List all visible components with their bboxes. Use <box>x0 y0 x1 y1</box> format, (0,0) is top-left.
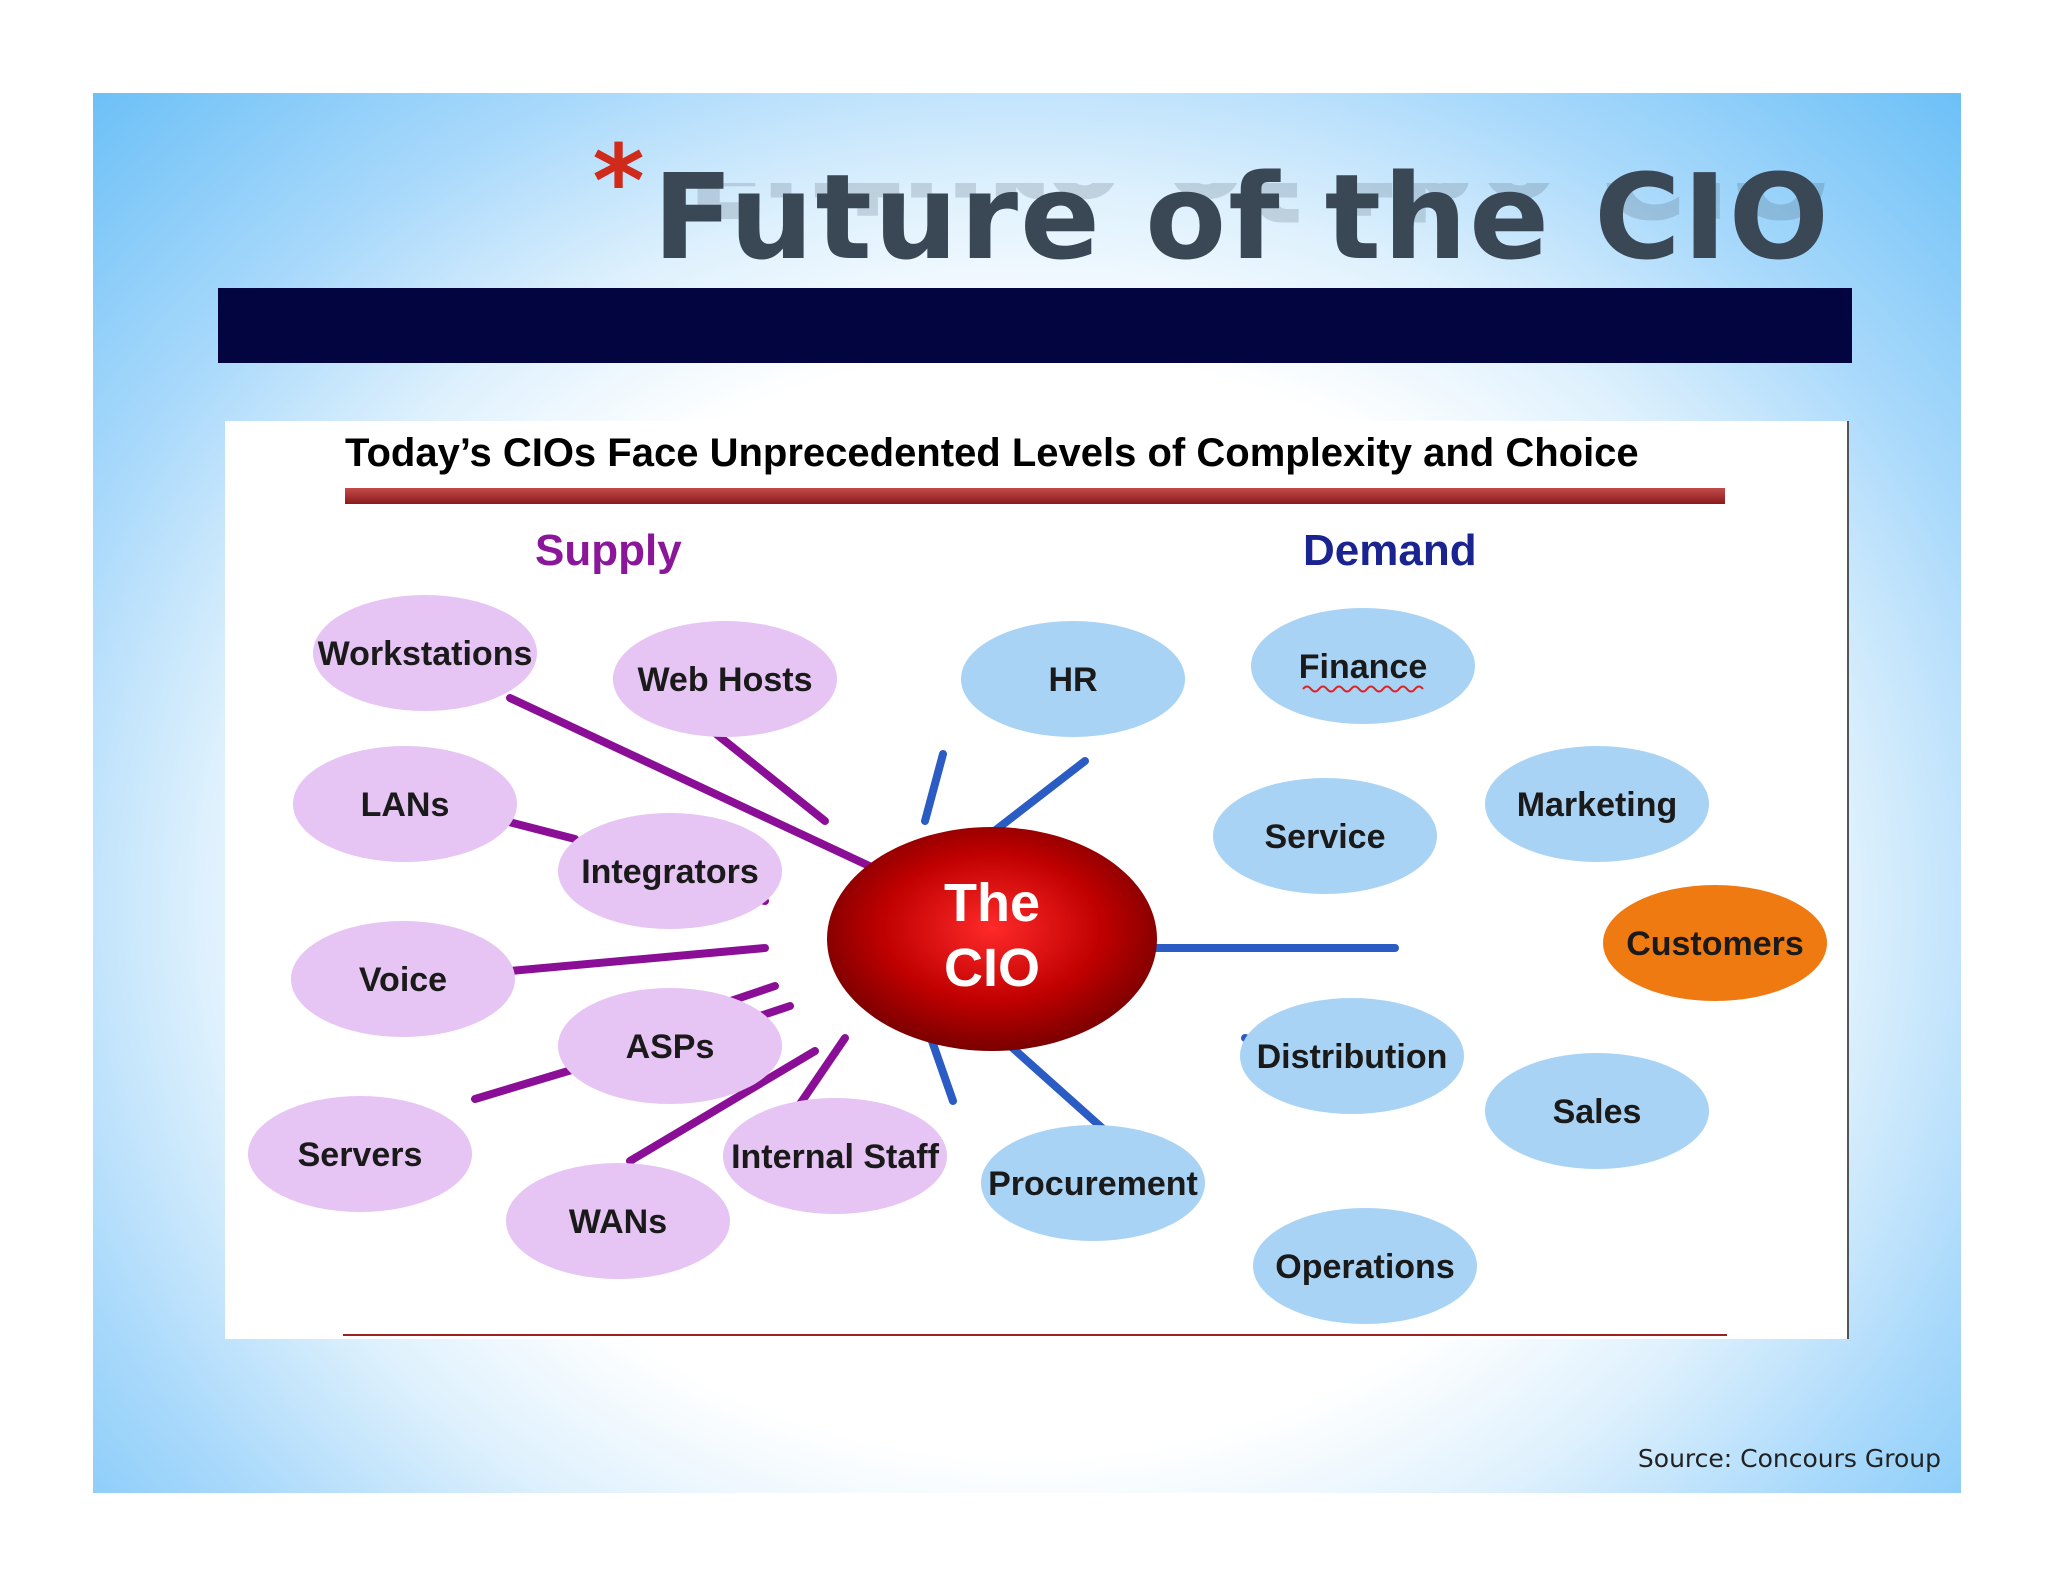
center-node-cio-shape <box>827 827 1157 1051</box>
slide-background: * Future of the CIO Future of the CIO Tod… <box>93 93 1961 1493</box>
supply-heading: Supply <box>535 526 682 575</box>
connector-workstations <box>506 694 884 875</box>
source-caption: Source: Concours Group <box>1637 1444 1941 1473</box>
supply-node-voice-label: Voice <box>359 961 447 999</box>
supply-node-web-hosts-shape <box>613 621 837 737</box>
demand-node-operations: Operations <box>1253 1208 1477 1324</box>
supply-node-lans-shape <box>293 746 517 862</box>
supply-node-workstations-shape <box>313 595 537 711</box>
demand-node-operations-label: Operations <box>1275 1248 1454 1286</box>
demand-node-sales-label: Sales <box>1553 1093 1642 1131</box>
demand-node-customers-shape <box>1603 885 1827 1001</box>
supply-node-web-hosts-label: Web Hosts <box>637 661 812 699</box>
demand-node-procurement: Procurement <box>981 1125 1205 1241</box>
connector-lans <box>501 817 579 843</box>
demand-node-finance: Finance <box>1251 608 1475 724</box>
supply-node-lans: LANs <box>293 746 517 862</box>
demand-node-customers-label: Customers <box>1626 925 1804 963</box>
demand-node-service-shape <box>1213 778 1437 894</box>
supply-node-asps: ASPs <box>558 988 782 1104</box>
title-asterisk: * <box>592 123 647 240</box>
supply-node-integrators-label: Integrators <box>581 853 759 891</box>
supply-node-voice-shape <box>291 921 515 1037</box>
demand-node-sales-shape <box>1485 1053 1709 1169</box>
demand-node-distribution-label: Distribution <box>1257 1038 1448 1076</box>
demand-node-marketing: Marketing <box>1485 746 1709 862</box>
supply-node-internal-staff-shape <box>723 1098 947 1214</box>
demand-node-finance-shape <box>1251 608 1475 724</box>
slide-title: * Future of the CIO <box>592 123 1831 286</box>
demand-node-procurement-label: Procurement <box>988 1165 1198 1203</box>
panel-bottom-rule <box>343 1334 1727 1336</box>
connector-hr <box>921 750 947 825</box>
supply-node-servers-shape <box>248 1096 472 1212</box>
demand-node-marketing-label: Marketing <box>1517 786 1678 824</box>
slide-title-reflection-text: Future of the CIO <box>687 183 1831 243</box>
supply-node-workstations-label: Workstations <box>318 635 533 673</box>
supply-node-wans: WANs <box>506 1163 730 1279</box>
center-node-cio: The CIO <box>827 827 1157 1051</box>
demand-node-distribution: Distribution <box>1240 998 1464 1114</box>
supply-node-internal-staff: Internal Staff <box>723 1098 947 1214</box>
demand-node-hr-shape <box>961 621 1185 737</box>
supply-node-servers: Servers <box>248 1096 472 1212</box>
connector-voice <box>506 944 769 975</box>
slide-title-text: Future of the CIO <box>652 148 1831 286</box>
panel-title-rule <box>345 488 1725 504</box>
demand-node-hr-label: HR <box>1048 661 1097 699</box>
supply-node-wans-label: WANs <box>569 1203 667 1241</box>
demand-node-procurement-shape <box>981 1125 1205 1241</box>
supply-node-workstations: Workstations <box>313 595 537 711</box>
supply-node-asps-shape <box>558 988 782 1104</box>
demand-node-customers: Customers <box>1603 885 1827 1001</box>
cio-network-diagram: Workstations Web Hosts LANs Integrators … <box>248 595 1827 1324</box>
demand-node-finance-label: Finance <box>1299 648 1427 686</box>
panel-title: Today’s CIOs Face Unprecedented Levels o… <box>345 431 1639 475</box>
supply-node-asps-label: ASPs <box>626 1028 715 1066</box>
spellcheck-underline <box>1302 685 1424 693</box>
diagram-panel: Today’s CIOs Face Unprecedented Levels o… <box>225 421 1849 1339</box>
demand-node-hr: HR <box>961 621 1185 737</box>
connector-wans <box>626 1047 819 1165</box>
supply-node-integrators: Integrators <box>558 813 782 929</box>
supply-node-internal-staff-label: Internal Staff <box>731 1138 939 1176</box>
supply-node-integrators-shape <box>558 813 782 929</box>
demand-node-operations-shape <box>1253 1208 1477 1324</box>
connector-web-hosts <box>711 729 829 825</box>
connector-servers <box>471 1062 589 1103</box>
demand-node-sales: Sales <box>1485 1053 1709 1169</box>
demand-node-distribution-shape <box>1240 998 1464 1114</box>
supply-node-lans-label: LANs <box>361 786 450 824</box>
demand-node-service: Service <box>1213 778 1437 894</box>
supply-node-servers-label: Servers <box>298 1136 423 1174</box>
connector-internal-staff <box>796 1034 849 1108</box>
demand-node-service-label: Service <box>1265 818 1386 856</box>
demand-node-marketing-shape <box>1485 746 1709 862</box>
title-underline-bar <box>218 288 1852 363</box>
center-label-line1: The <box>944 873 1040 933</box>
demand-heading: Demand <box>1303 526 1477 575</box>
demand-nodes: HR Finance Service Marketing Cust <box>961 608 1827 1324</box>
slide-title-reflection: Future of the CIO <box>687 183 1831 243</box>
supply-nodes: Workstations Web Hosts LANs Integrators … <box>248 595 947 1279</box>
supply-node-wans-shape <box>506 1163 730 1279</box>
center-label-line2: CIO <box>944 938 1040 998</box>
supply-node-voice: Voice <box>291 921 515 1037</box>
supply-node-web-hosts: Web Hosts <box>613 621 837 737</box>
